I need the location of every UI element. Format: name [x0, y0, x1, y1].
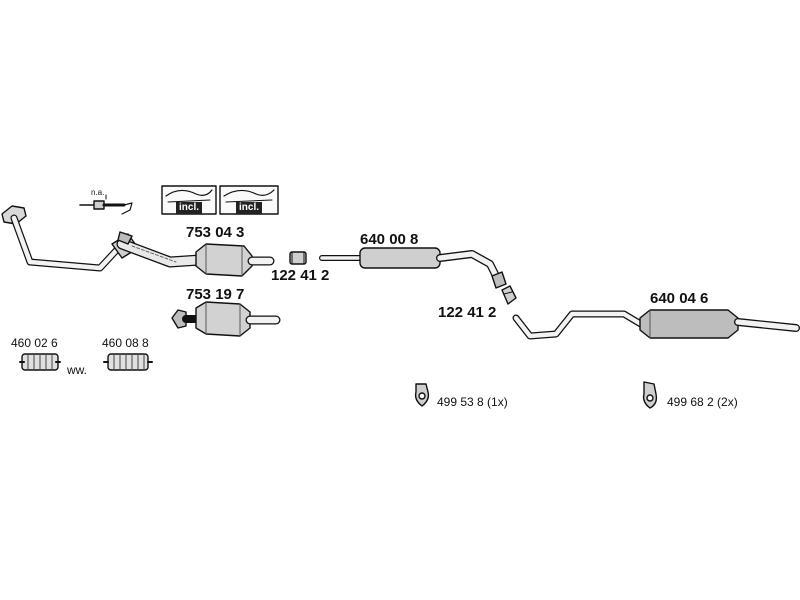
- part-number-rear-silencer: 640 04 6: [650, 290, 709, 307]
- alternative-marker: ww.: [67, 363, 88, 377]
- part-number-cat-main: 753 04 3: [186, 224, 245, 241]
- middle-silencer: [319, 247, 507, 289]
- catalytic-converter-main: [195, 243, 275, 277]
- part-number-mount-1: 499 53 8 (1x): [437, 395, 508, 409]
- part-number-middle-silencer: 640 00 8: [360, 231, 419, 248]
- rear-silencer: [512, 309, 800, 340]
- part-number-flex-1: 460 02 6: [11, 336, 58, 350]
- part-number-clamp-2: 122 41 2: [438, 304, 497, 321]
- catalytic-converter-alt: [171, 301, 281, 337]
- kit-incl-label-1: incl.: [176, 202, 203, 214]
- part-number-flex-2: 460 08 8: [102, 336, 149, 350]
- clamp-2: [501, 285, 517, 305]
- rubber-mount-1: [414, 383, 430, 407]
- part-number-cat-alt: 753 19 7: [186, 286, 245, 303]
- front-pipe: [1, 205, 206, 272]
- flex-pipe-2: [103, 353, 153, 371]
- part-number-mount-2: 499 68 2 (2x): [667, 395, 738, 409]
- flex-pipe-1: [19, 353, 61, 371]
- part-number-clamp-1: 122 41 2: [271, 267, 330, 284]
- oxygen-sensor: [79, 194, 133, 215]
- sensor-not-available-label: n.a.: [91, 188, 105, 197]
- kit-incl-label-2: incl.: [236, 202, 263, 214]
- clamp-1: [289, 251, 307, 265]
- rubber-mount-2: [642, 381, 658, 409]
